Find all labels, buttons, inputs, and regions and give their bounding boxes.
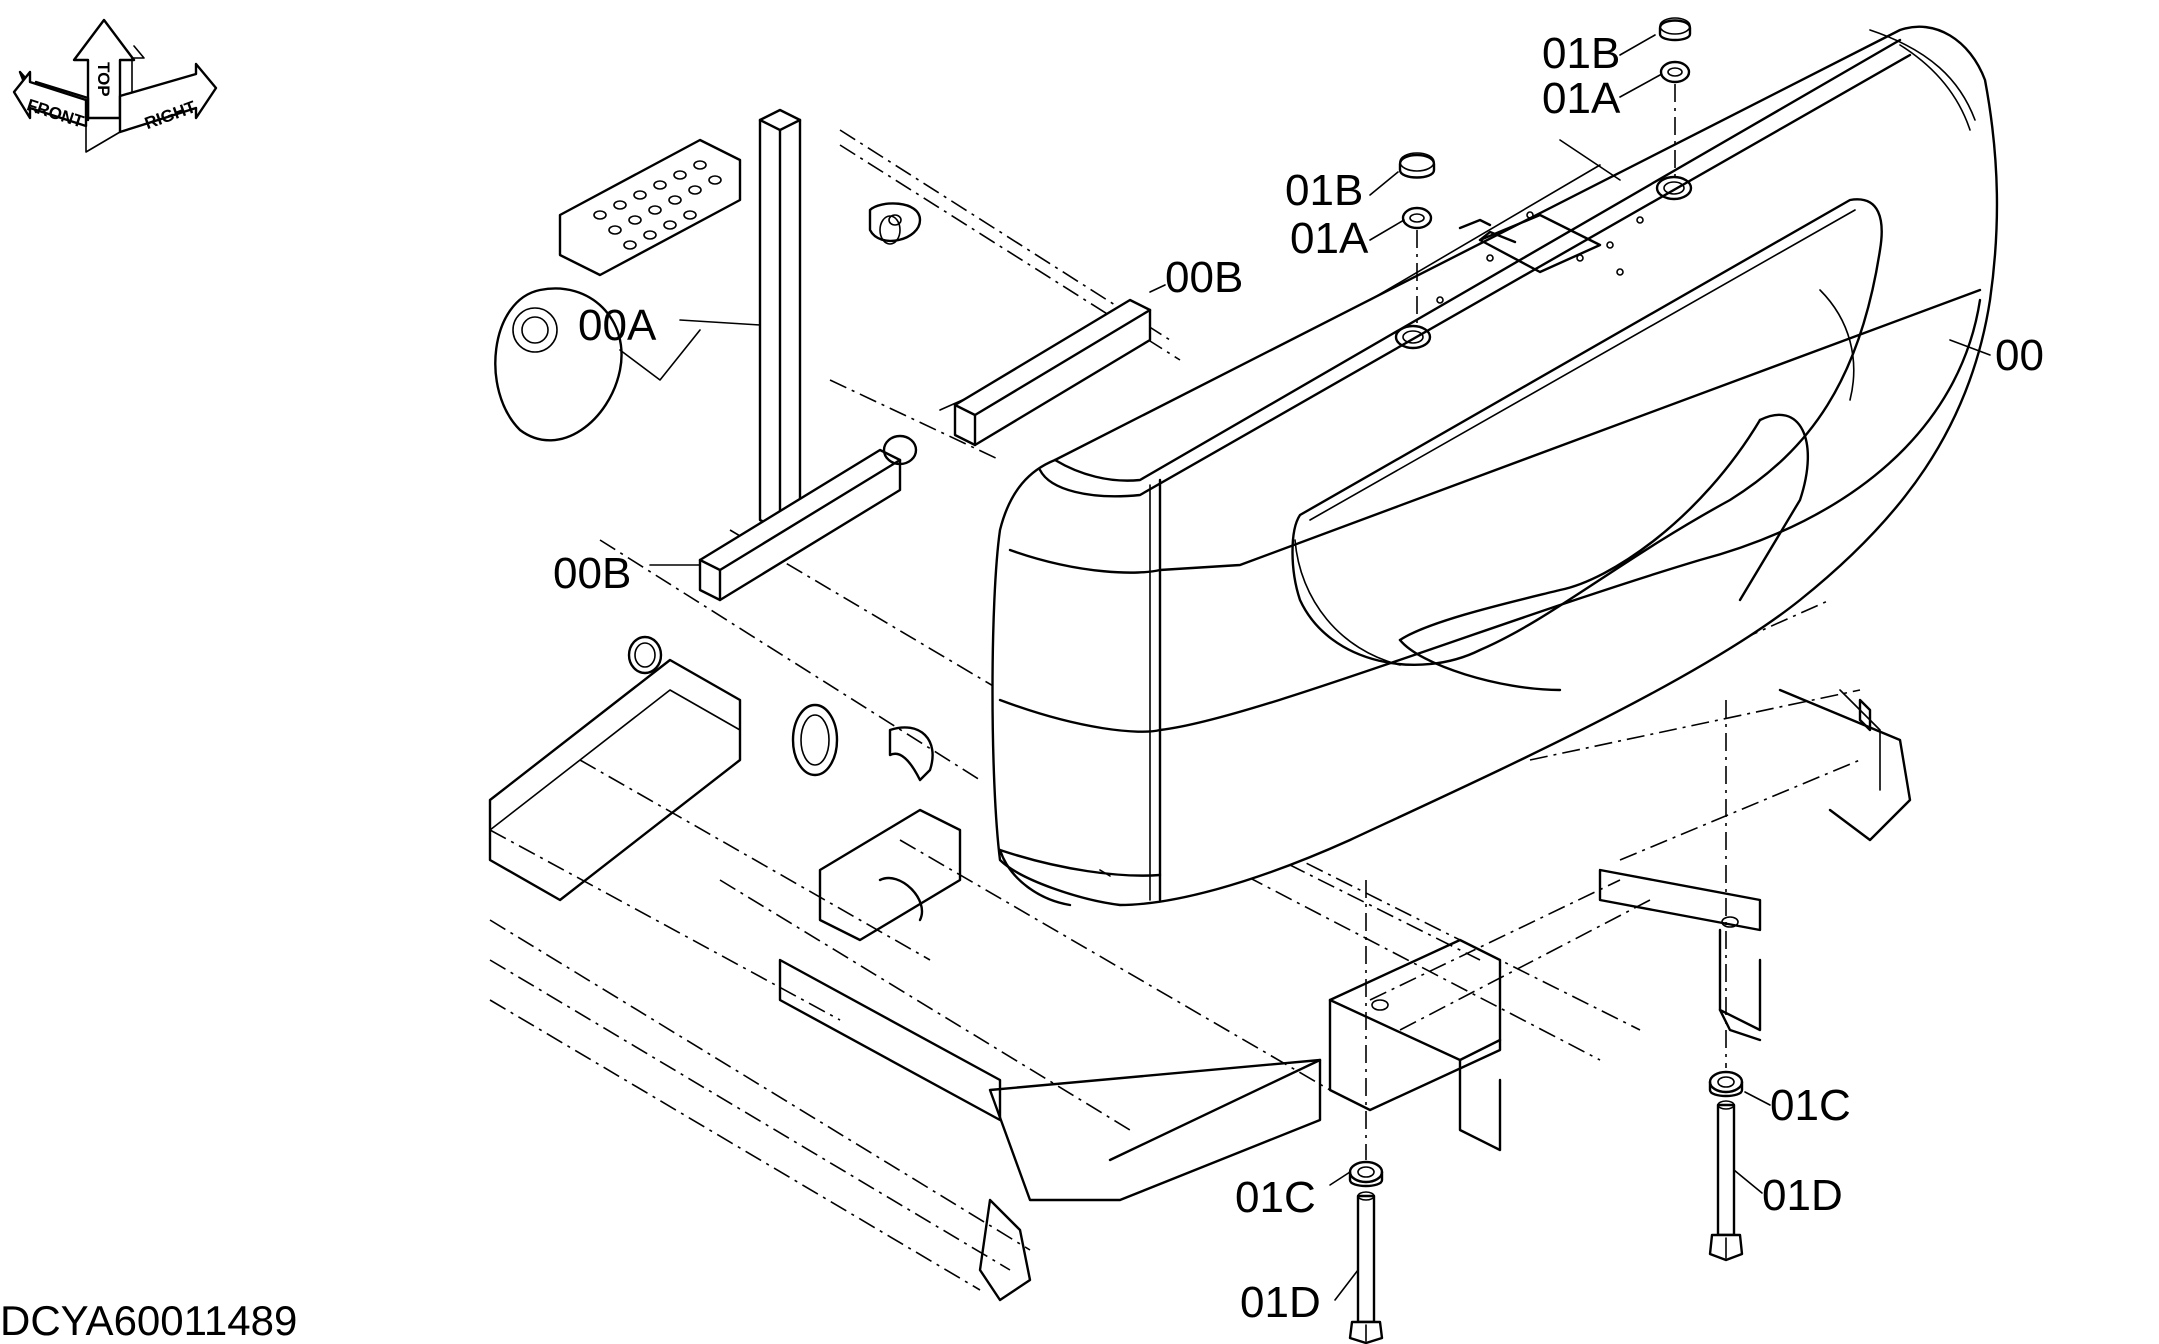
washer-01A-top — [1659, 60, 1691, 180]
callout-01D-right: 01D — [1762, 1171, 1843, 1220]
callout-01A-mid: 01A — [1290, 214, 1369, 263]
lifting-stand-00A — [758, 108, 802, 532]
cap-01B-top — [1658, 17, 1692, 42]
callout-01C-left: 01C — [1235, 1173, 1316, 1222]
drawing-code: DCYA60011489 — [0, 1297, 297, 1344]
support-bar-00B-top — [953, 298, 1152, 447]
callout-00B-bottom: 00B — [553, 549, 631, 598]
step-holes — [593, 160, 722, 250]
bolt-01D-left — [1348, 1191, 1384, 1344]
upper-frame-structure — [488, 129, 1912, 1302]
callout-01C-right: 01C — [1770, 1081, 1851, 1130]
callout-00A: 00A — [578, 301, 657, 350]
orientation-arrows-icon: FRONT TOP RIGHT — [12, 18, 218, 153]
top-label: TOP — [94, 62, 113, 97]
callout-01B-top: 01B — [1542, 29, 1620, 78]
callout-labels: 00 00A 00B 00B 01B 01A 01B 01A 01C 01D 0… — [553, 29, 2044, 1327]
washer-01C-left — [1348, 880, 1384, 1188]
cap-01B-mid — [1398, 152, 1436, 179]
support-bar-00B-bottom — [698, 434, 918, 602]
washer-01A-mid — [1401, 206, 1433, 325]
leader-lines — [649, 34, 1991, 1301]
bolt-01D-right — [1708, 1100, 1744, 1262]
callout-00: 00 — [1995, 331, 2044, 380]
callout-01A-top: 01A — [1542, 74, 1621, 123]
callout-00B-top: 00B — [1165, 253, 1243, 302]
counterweight-body — [991, 25, 1999, 907]
washer-01C-right — [1708, 700, 1744, 1098]
callout-01D-left: 01D — [1240, 1278, 1321, 1327]
callout-01B-mid: 01B — [1285, 166, 1363, 215]
